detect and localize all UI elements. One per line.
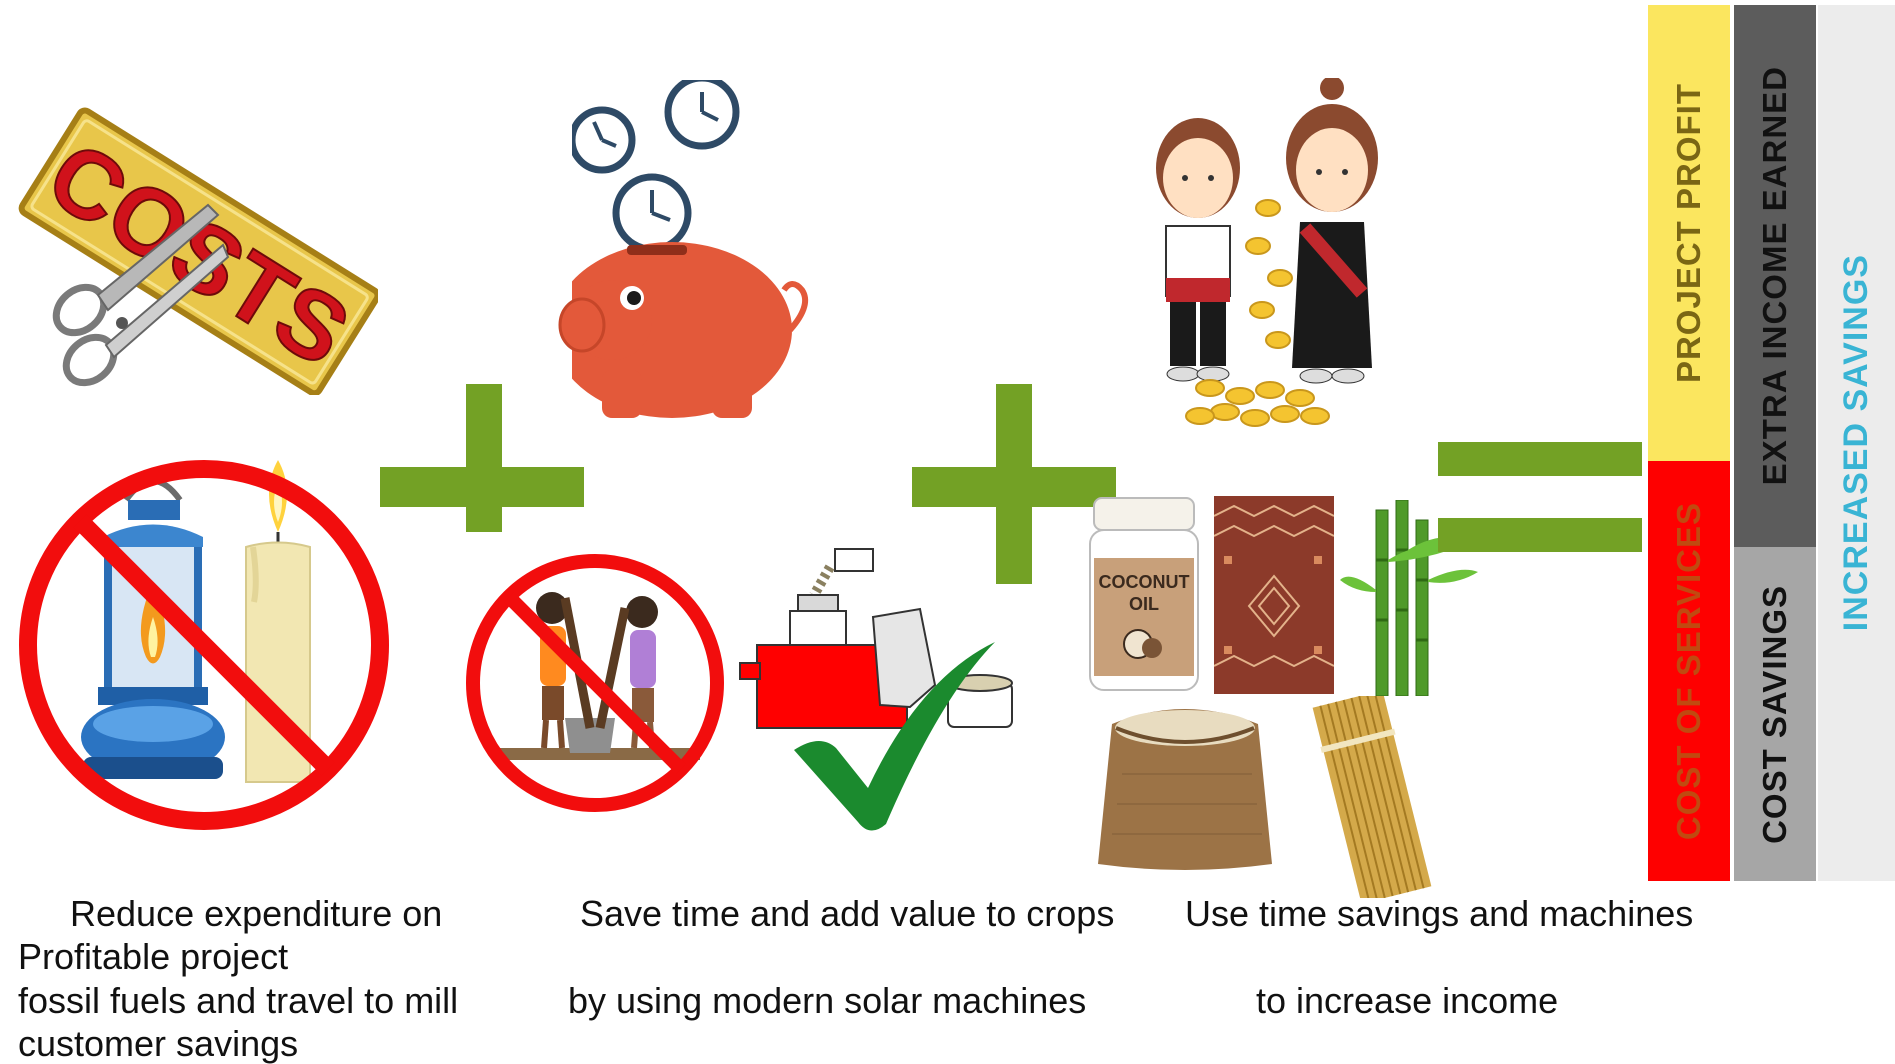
caption-col2-line1: Save time and add value to crops bbox=[580, 893, 1115, 934]
textile-illustration bbox=[1213, 496, 1335, 694]
caption-col3-line1: Use time savings and machines bbox=[1185, 893, 1694, 934]
caption-col2-line2: by using modern solar machines bbox=[568, 980, 1087, 1021]
equals-sign-top bbox=[1438, 442, 1642, 476]
checkmark-icon bbox=[794, 642, 995, 831]
extra-income-label: EXTRA INCOME EARNED bbox=[1756, 66, 1793, 486]
caption-col1-line2: Profitable project bbox=[18, 936, 289, 977]
bamboo-plant-illustration bbox=[1340, 499, 1480, 697]
increased-savings-label: INCREASED SAVINGS bbox=[1837, 254, 1875, 632]
pig-face-icon bbox=[558, 280, 652, 360]
cost-savings-label: COST SAVINGS bbox=[1756, 584, 1793, 844]
project-profit-bar: PROJECT PROFIT bbox=[1648, 5, 1730, 461]
rice-sack-illustration bbox=[1092, 694, 1278, 874]
caption-col1-line1: Reduce expenditure on bbox=[70, 893, 443, 934]
no-pounding-illustration bbox=[460, 548, 730, 818]
woven-textile-icon bbox=[1213, 496, 1335, 694]
scissors-cutting-costs-icon: COSTS bbox=[18, 107, 381, 397]
rice-sack-icon bbox=[1098, 709, 1272, 870]
bamboo-sticks-icon bbox=[1312, 690, 1432, 904]
couple-illustration bbox=[1140, 76, 1410, 438]
costs-sign-illustration: COSTS bbox=[18, 95, 381, 397]
solar-mill-machine-icon bbox=[739, 548, 1013, 729]
checkmark-illustration bbox=[790, 638, 1000, 838]
plus-sign-2-vertical bbox=[996, 384, 1032, 584]
cost-of-services-bar: COST OF SERVICES bbox=[1648, 461, 1730, 881]
clock-icon bbox=[664, 74, 740, 150]
coconut-oil-illustration: COCONUT OIL bbox=[1088, 496, 1200, 692]
caption-col1-line3: fossil fuels and travel to mill bbox=[18, 980, 459, 1021]
svg-text:COCONUT: COCONUT bbox=[1099, 572, 1190, 592]
equals-sign-bottom bbox=[1438, 518, 1642, 552]
cost-of-services-label: COST OF SERVICES bbox=[1670, 501, 1707, 841]
no-kerosene-lamp-candle-icon bbox=[19, 460, 389, 830]
solar-machine-illustration bbox=[730, 545, 1020, 735]
plus-sign-1-vertical bbox=[466, 384, 502, 532]
cost-savings-bar: COST SAVINGS bbox=[1734, 547, 1816, 881]
caption-col1-line4: customer savings bbox=[18, 1023, 299, 1064]
increased-savings-bar: INCREASED SAVINGS bbox=[1818, 5, 1895, 881]
no-manual-pounding-icon bbox=[466, 554, 724, 812]
svg-text:OIL: OIL bbox=[1129, 594, 1159, 614]
bamboo-bundle-illustration bbox=[1296, 690, 1448, 904]
project-profit-label: PROJECT PROFIT bbox=[1670, 82, 1707, 384]
no-lamp-illustration bbox=[8, 452, 400, 838]
couple-with-coins-icon bbox=[1156, 76, 1378, 427]
extra-income-bar: EXTRA INCOME EARNED bbox=[1734, 5, 1816, 547]
caption-col3-line2: to increase income bbox=[1256, 980, 1559, 1021]
coconut-oil-jar-icon: COCONUT OIL bbox=[1089, 497, 1199, 691]
piggy-bank-illustration bbox=[552, 74, 892, 420]
